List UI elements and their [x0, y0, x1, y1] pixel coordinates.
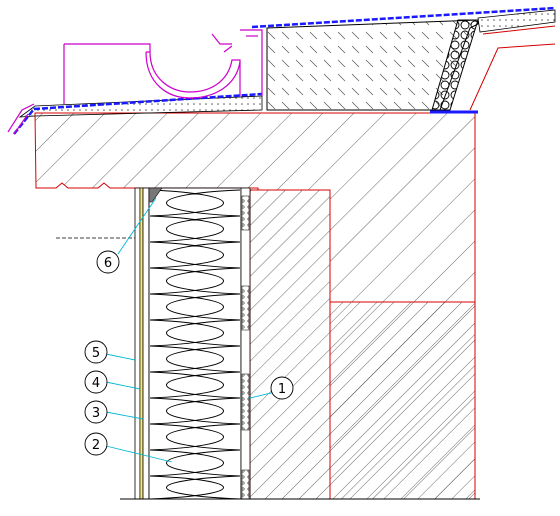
callout-6: 6 [96, 250, 120, 274]
callout-6-label: 6 [104, 256, 112, 271]
layer-4-membrane [139, 187, 144, 500]
callout-5: 5 [84, 340, 108, 364]
adhesive-dab [241, 373, 250, 431]
roof-layer-lower [18, 95, 263, 118]
roof-membrane-lower [13, 92, 263, 135]
adhesive-dabs [241, 195, 250, 500]
layer-5-cladding [134, 187, 141, 500]
corner-seal [148, 187, 163, 203]
adhesive-dab [241, 285, 250, 331]
layer-3-board [142, 187, 150, 500]
rolled-insulation-strip [431, 19, 479, 111]
roof-layer-upper [477, 9, 556, 33]
adhesive-dab [241, 469, 250, 500]
callout-5-label: 5 [92, 346, 100, 361]
callout-4-label: 4 [92, 376, 100, 391]
layer-2-insulation [148, 187, 242, 500]
callout-3-label: 3 [92, 406, 100, 421]
callout-3: 3 [84, 400, 108, 424]
insulation-wave [149, 189, 241, 500]
callout-1-label: 1 [278, 382, 286, 397]
roof-red-line [469, 25, 556, 111]
adhesive-strip [240, 187, 251, 500]
roof-membrane-upper [251, 6, 556, 29]
callout-1: 1 [270, 376, 294, 400]
callout-2: 2 [84, 432, 108, 456]
adhesive-dab [241, 195, 250, 231]
gutter [7, 29, 263, 135]
callout-2-label: 2 [92, 438, 100, 453]
callout-4: 4 [84, 370, 108, 394]
